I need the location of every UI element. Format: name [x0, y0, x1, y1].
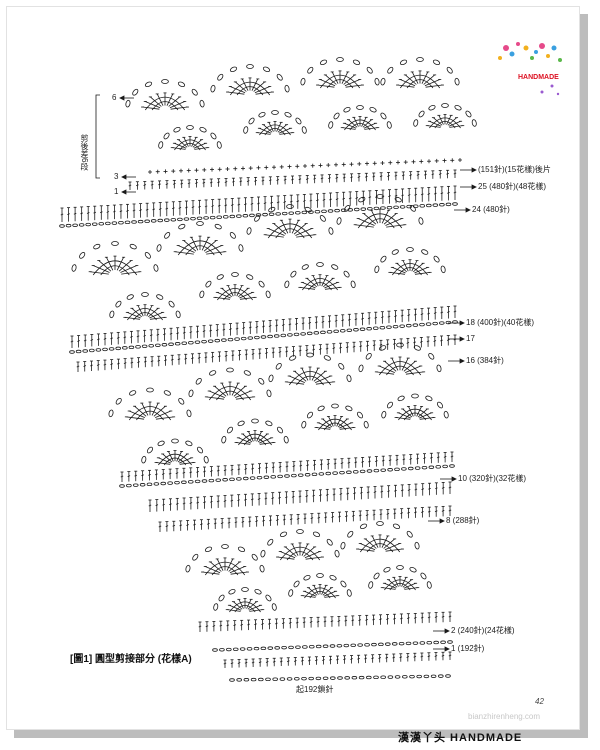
arrow-icon — [471, 167, 477, 173]
fan-motif — [301, 403, 369, 431]
fan-motif — [141, 438, 209, 466]
arrow-icon — [459, 358, 465, 364]
fan-motif — [381, 393, 449, 421]
fan-motif — [156, 221, 244, 256]
brand-logo-icon — [498, 42, 562, 96]
chain-row — [119, 464, 455, 488]
fan-motif — [199, 272, 271, 301]
page-number: 42 — [535, 697, 544, 706]
row-label: 10 (320針)(32花樣) — [458, 474, 527, 483]
arrow-icon — [459, 336, 465, 342]
row-label: (151針)(15花樣)後片 — [478, 165, 551, 174]
fan-motif — [268, 352, 352, 386]
page-frame — [6, 6, 580, 730]
fan-motif — [210, 64, 290, 96]
row-label: 24 (480針) — [472, 205, 510, 214]
row-label: 6 — [112, 93, 117, 102]
fan-motif — [213, 587, 277, 613]
side-label: 剪後差6段 — [80, 134, 89, 171]
arrow-icon — [439, 518, 445, 524]
fan-motif — [109, 292, 181, 321]
fan-motif — [108, 387, 192, 421]
fan-motif — [336, 194, 424, 229]
arrow-icon — [451, 476, 457, 482]
chain-row — [59, 202, 458, 228]
arrow-icon — [121, 174, 127, 180]
fan-motif — [71, 241, 159, 276]
plus-row — [148, 158, 462, 174]
stitch-row — [120, 451, 454, 482]
row-label: 1 (192針) — [451, 644, 485, 653]
fan-motif — [368, 565, 432, 591]
fan-motif — [125, 79, 205, 111]
chain-row — [212, 640, 453, 652]
stitch-row — [198, 611, 452, 632]
fan-motif — [246, 204, 334, 239]
row-label: 2 (240針)(24花樣) — [451, 626, 515, 635]
row-label: 18 (400針)(40花樣) — [466, 318, 535, 327]
row-label: 3 — [114, 172, 119, 181]
fan-motif — [380, 57, 460, 89]
row-label: 1 — [114, 187, 119, 196]
fan-motif — [358, 342, 442, 376]
stitch-row — [158, 505, 452, 532]
arrow-icon — [119, 95, 125, 101]
stitch-row — [128, 169, 457, 190]
start-note: 起192鎖針 — [296, 685, 334, 694]
fan-motif — [300, 57, 380, 89]
fan-motif — [413, 103, 477, 129]
row-label: 25 (480針)(48花樣) — [478, 182, 547, 191]
fan-motif — [158, 125, 222, 151]
fan-motif — [340, 521, 420, 553]
arrow-icon — [465, 207, 471, 213]
fan-motif — [185, 544, 265, 576]
stitch-row — [60, 185, 457, 222]
stitch-row — [148, 481, 452, 512]
fan-motif — [243, 110, 307, 136]
row-label: 8 (288針) — [446, 516, 480, 525]
fan-motif — [328, 105, 392, 131]
row-label: 17 — [466, 334, 475, 343]
logo-text: HANDMADE — [518, 74, 559, 81]
fan-motif — [284, 262, 356, 291]
arrow-icon — [121, 189, 127, 195]
stitch-row — [70, 305, 457, 348]
arrow-icon — [471, 184, 477, 190]
chain-row — [229, 674, 451, 682]
fan-motif — [188, 367, 272, 401]
footer-brand: 漢漢丫头 HANDMADE — [398, 732, 523, 744]
fan-motif — [260, 529, 340, 561]
bracket-line — [95, 94, 100, 179]
fan-motif — [221, 418, 289, 446]
fan-motif — [288, 573, 352, 599]
stitch-row — [223, 651, 452, 668]
arrow-icon — [444, 628, 450, 634]
arrow-icon — [459, 320, 465, 326]
diagram-title: [圖1] 圓型剪接部分 (花樣A) — [70, 654, 192, 665]
chain-row — [69, 320, 458, 354]
arrow-icon — [444, 646, 450, 652]
watermark-text: bianzhirenheng.com — [468, 712, 541, 721]
fan-motif — [374, 247, 446, 276]
row-label: 16 (384針) — [466, 356, 504, 365]
